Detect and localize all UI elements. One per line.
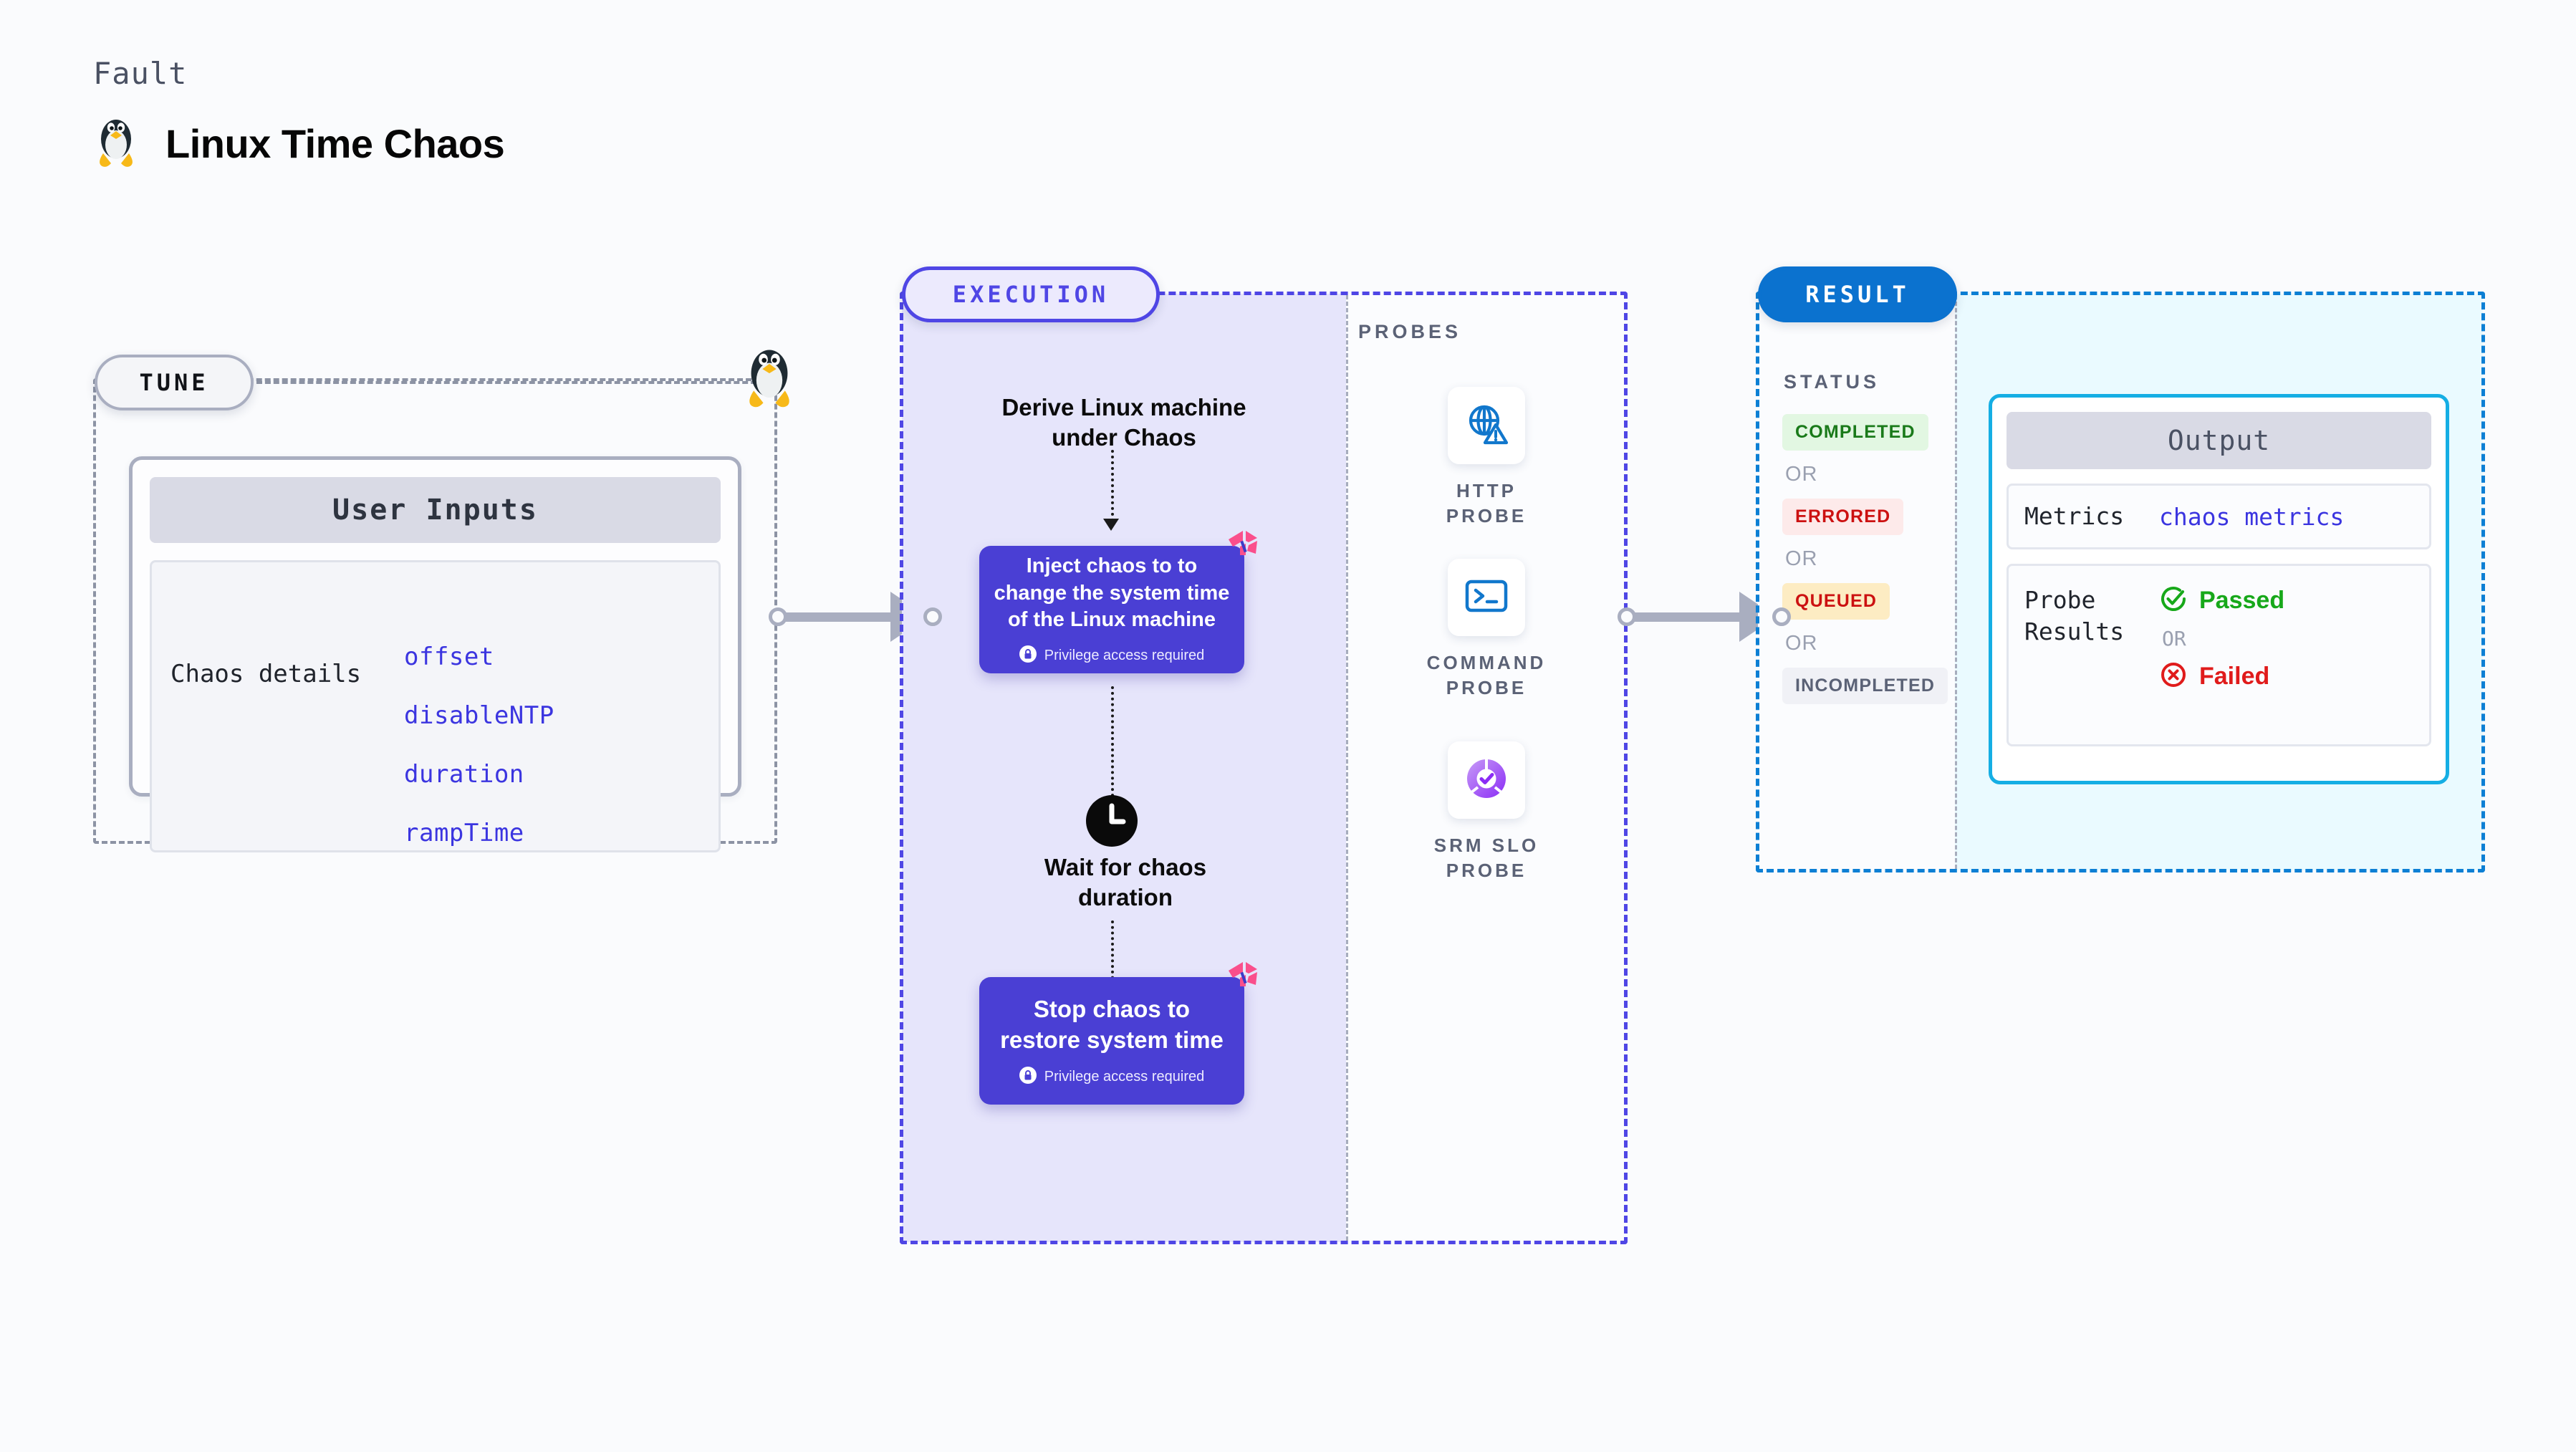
probe-http-label: HTTP PROBE bbox=[1446, 480, 1527, 527]
connector-start-dot bbox=[1618, 607, 1636, 626]
output-metrics-key: Metrics bbox=[2024, 502, 2125, 531]
connector-end-dot bbox=[923, 607, 942, 626]
linux-penguin-icon bbox=[95, 115, 137, 173]
execution-probes-region bbox=[900, 292, 1628, 1244]
result-status-fill bbox=[1758, 294, 1955, 870]
probe-http-tile[interactable] bbox=[1448, 387, 1525, 464]
param-offset[interactable]: offset bbox=[404, 643, 494, 671]
execution-region-border bbox=[900, 292, 1628, 1244]
clock-icon bbox=[1084, 793, 1140, 852]
execution-probes-divider bbox=[1346, 295, 1348, 1241]
execution-pill[interactable]: EXECUTION bbox=[902, 266, 1160, 322]
tune-to-target-dashed-line bbox=[256, 381, 765, 384]
probe-result-passed: Passed bbox=[2159, 585, 2284, 617]
stop-chaos-text: Stop chaos to restore system time bbox=[1000, 995, 1224, 1053]
stop-chaos-card[interactable]: Stop chaos to restore system time Privil… bbox=[979, 962, 1257, 1105]
status-badge-queued: QUEUED bbox=[1782, 583, 1890, 620]
status-or-2: OR bbox=[1785, 547, 1818, 570]
output-probe-results-values: Passed OR Failed bbox=[2159, 585, 2284, 693]
param-duration[interactable]: duration bbox=[404, 760, 524, 789]
stop-privilege-row: Privilege access required bbox=[1019, 1067, 1204, 1087]
probes-caption: PROBES bbox=[1358, 321, 1462, 342]
lock-icon bbox=[1019, 1067, 1037, 1087]
check-circle-icon bbox=[2159, 585, 2188, 617]
param-disablentp[interactable]: disableNTP bbox=[404, 701, 554, 730]
inject-chaos-card[interactable]: Inject chaos to to change the system tim… bbox=[979, 531, 1257, 673]
lock-icon bbox=[1019, 645, 1037, 666]
linux-target-penguin-icon bbox=[744, 344, 795, 413]
status-badge-errored: ERRORED bbox=[1782, 499, 1904, 535]
harness-logo-icon bbox=[1224, 527, 1260, 566]
page-kicker: Fault bbox=[93, 56, 188, 91]
arrow-derive-to-inject-head bbox=[1103, 519, 1119, 531]
result-pill[interactable]: RESULT bbox=[1758, 266, 1957, 322]
page-title: Linux Time Chaos bbox=[165, 121, 505, 166]
user-inputs-header: User Inputs bbox=[150, 477, 721, 543]
probe-result-failed: Failed bbox=[2159, 660, 2284, 693]
status-badge-completed: COMPLETED bbox=[1782, 414, 1928, 451]
status-badge-queued-wrap: QUEUED bbox=[1782, 583, 1948, 620]
output-metrics-row: Metrics chaos metrics bbox=[2007, 484, 2431, 549]
probe-srm-slo-tile[interactable] bbox=[1448, 741, 1525, 819]
user-inputs-card: User Inputs Chaos details offset disable… bbox=[129, 456, 741, 852]
result-inner-divider bbox=[1955, 295, 1957, 869]
user-inputs-body: Chaos details offset disableNTP duration… bbox=[150, 560, 721, 852]
probe-result-or: OR bbox=[2162, 627, 2186, 650]
harness-logo-icon bbox=[1224, 958, 1260, 997]
output-metrics-link[interactable]: chaos metrics bbox=[2159, 502, 2345, 531]
arrow-inject-to-wait bbox=[1111, 686, 1114, 808]
status-or-1: OR bbox=[1785, 463, 1818, 486]
page-title-row: Linux Time Chaos bbox=[95, 115, 505, 173]
probe-result-passed-label: Passed bbox=[2199, 587, 2285, 614]
connector-bar bbox=[1634, 612, 1741, 622]
status-caption: STATUS bbox=[1784, 371, 1880, 393]
inject-privilege-row: Privilege access required bbox=[1019, 645, 1204, 666]
terminal-prompt-icon bbox=[1464, 577, 1509, 619]
status-list: COMPLETED OR ERRORED OR QUEUED OR INCOMP… bbox=[1782, 414, 1948, 704]
slo-donut-check-icon bbox=[1464, 756, 1509, 805]
inject-privilege-text: Privilege access required bbox=[1044, 648, 1205, 664]
chaos-details-params: offset disableNTP duration rampTime bbox=[404, 643, 554, 878]
status-badge-errored-wrap: ERRORED bbox=[1782, 499, 1948, 535]
tune-pill[interactable]: TUNE bbox=[95, 355, 254, 410]
chaos-details-label: Chaos details bbox=[170, 660, 362, 688]
x-circle-icon bbox=[2159, 660, 2188, 693]
stop-privilege-text: Privilege access required bbox=[1044, 1069, 1205, 1085]
connector-start-dot bbox=[769, 607, 787, 626]
status-badge-incompleted: INCOMPLETED bbox=[1782, 668, 1948, 704]
probe-result-failed-label: Failed bbox=[2199, 663, 2270, 690]
probe-http[interactable]: HTTP PROBE bbox=[1422, 387, 1551, 529]
inject-chaos-text: Inject chaos to to change the system tim… bbox=[994, 554, 1230, 632]
globe-warning-icon bbox=[1464, 402, 1509, 450]
arrow-derive-to-inject bbox=[1111, 450, 1114, 521]
probe-command-tile[interactable] bbox=[1448, 559, 1525, 636]
result-region-border bbox=[1756, 292, 2485, 872]
status-badge-completed-wrap: COMPLETED bbox=[1782, 414, 1948, 451]
connector-end-dot bbox=[1772, 607, 1791, 626]
result-region bbox=[1756, 292, 2485, 872]
arrow-wait-to-stop bbox=[1111, 920, 1114, 996]
status-badge-incompleted-wrap: INCOMPLETED bbox=[1782, 668, 1948, 704]
param-ramptime[interactable]: rampTime bbox=[404, 819, 524, 847]
status-or-3: OR bbox=[1785, 632, 1818, 655]
output-title: Output bbox=[2007, 412, 2431, 469]
connector-bar bbox=[785, 612, 893, 622]
